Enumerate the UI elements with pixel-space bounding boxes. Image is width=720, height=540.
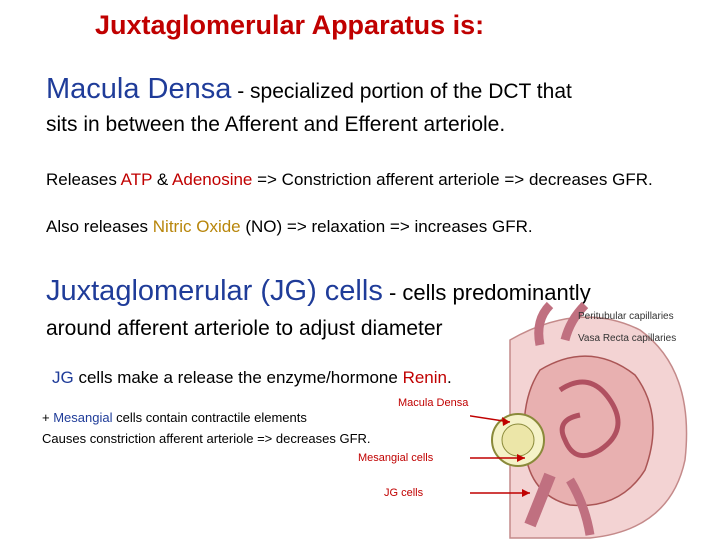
slide-title: Juxtaglomerular Apparatus is: bbox=[95, 10, 485, 40]
efferent-vessel bbox=[534, 301, 554, 346]
jg-cells-line-2: around afferent arteriole to adjust diam… bbox=[46, 317, 443, 340]
releases-prefix: Releases bbox=[46, 170, 121, 189]
mesangial-line-1: + Mesangial cells contain contractile el… bbox=[42, 410, 307, 425]
afferent-arteriole bbox=[524, 472, 556, 528]
macula-densa-inner bbox=[501, 423, 535, 457]
jg-release-mid: cells make a release the enzyme/hormone bbox=[73, 368, 403, 387]
mesangial-term: Mesangial bbox=[53, 410, 113, 425]
mesangial-plus: + bbox=[42, 410, 54, 425]
label-macula-densa: Macula Densa bbox=[398, 397, 469, 409]
macula-densa-term: Macula Densa bbox=[46, 73, 232, 105]
macula-desc-1: specialized portion of the DCT that bbox=[250, 80, 572, 103]
releases-suffix: => Constriction afferent arteriole => de… bbox=[252, 170, 653, 189]
adenosine-term: Adenosine bbox=[172, 170, 253, 189]
mesangial-arrowhead bbox=[517, 454, 525, 462]
label-vasa-recta: Vasa Recta capillaries bbox=[578, 333, 677, 344]
renin-term: Renin bbox=[402, 368, 447, 387]
nitric-oxide-term: Nitric Oxide bbox=[152, 217, 241, 236]
releases-line: Releases ATP & Adenosine => Constriction… bbox=[46, 170, 653, 190]
macula-densa-line-1: Macula Densa - specialized portion of th… bbox=[46, 73, 572, 106]
jga-diagram bbox=[470, 301, 688, 539]
jg-release-end: . bbox=[446, 368, 452, 387]
vessel-2 bbox=[560, 301, 589, 342]
macula-dash: - bbox=[231, 80, 251, 103]
macula-densa-arrow bbox=[470, 415, 511, 423]
label-peritubular: Peritubular capillaries bbox=[578, 311, 674, 322]
atp-term: ATP bbox=[120, 170, 153, 189]
capillary-loop bbox=[558, 379, 621, 459]
jg-term: JG bbox=[52, 368, 74, 387]
mesangial-line-2: Causes constriction afferent arteriole =… bbox=[42, 431, 371, 446]
jg-arrowhead bbox=[522, 489, 530, 497]
label-mesangial-cells: Mesangial cells bbox=[358, 452, 434, 464]
also-prefix: Also releases bbox=[46, 217, 153, 236]
jg-cells-term: Juxtaglomerular (JG) cells bbox=[46, 275, 383, 307]
label-jg-cells: JG cells bbox=[384, 487, 424, 499]
jg-release-line: JG cells make a release the enzyme/hormo… bbox=[52, 368, 452, 388]
mesangial-line1-text: cells contain contractile elements bbox=[112, 410, 307, 425]
also-suffix: (NO) => relaxation => increases GFR. bbox=[240, 217, 533, 236]
releases-amp: & bbox=[152, 170, 173, 189]
macula-arrowhead bbox=[502, 417, 510, 426]
also-releases-line: Also releases Nitric Oxide (NO) => relax… bbox=[46, 217, 533, 237]
macula-densa-line-2: sits in between the Afferent and Efferen… bbox=[46, 113, 506, 136]
jg-desc-1: - cells predominantly bbox=[382, 280, 591, 305]
vessel-3 bbox=[566, 477, 595, 536]
jg-cells-line-1: Juxtaglomerular (JG) cells - cells predo… bbox=[46, 275, 591, 308]
